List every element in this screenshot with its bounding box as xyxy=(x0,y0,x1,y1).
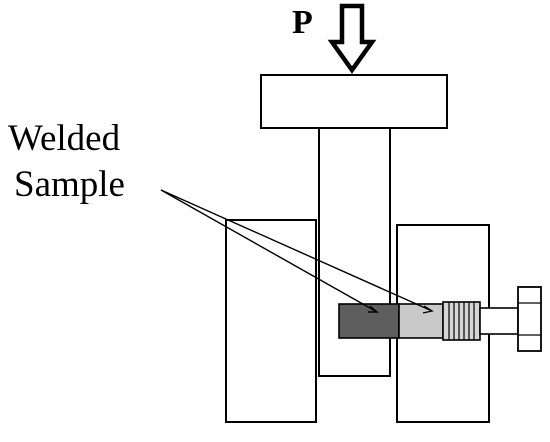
loading-cap xyxy=(260,74,448,129)
left-support-block xyxy=(225,219,317,423)
down-arrow-icon xyxy=(327,3,377,74)
sample-label-line2: Sample xyxy=(14,164,125,205)
threaded-section xyxy=(442,301,481,341)
label-leader-lines xyxy=(160,189,434,314)
rod-shank xyxy=(479,307,519,335)
bolt-head xyxy=(517,286,542,352)
load-label: P xyxy=(292,4,313,41)
sample-left-part xyxy=(338,303,400,339)
sample-label-line1: Welded xyxy=(8,118,121,159)
sample-right-part xyxy=(398,303,444,339)
